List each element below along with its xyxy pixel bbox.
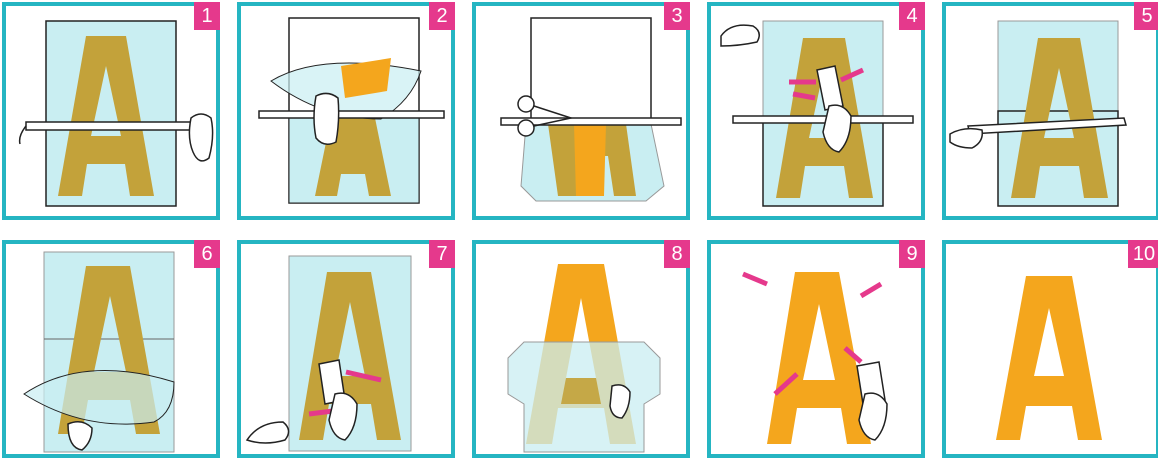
letter-a-shape <box>548 124 636 196</box>
step-number-badge: 5 <box>1134 2 1158 30</box>
hand-icon <box>949 127 984 149</box>
step-4-illustration <box>720 20 914 207</box>
letter-a-shape <box>58 36 154 196</box>
step-4-panel: 4 <box>707 2 925 220</box>
hand-icon <box>822 104 852 153</box>
step-number-badge: 9 <box>899 240 925 268</box>
letter-a-shape <box>767 272 871 444</box>
step-number-badge: 10 <box>1128 240 1158 268</box>
letter-a-shape <box>1011 38 1108 198</box>
hand-icon <box>609 384 631 419</box>
step-8-panel: 8 <box>472 240 690 458</box>
step-number-badge: 1 <box>194 2 220 30</box>
squeegee-icon <box>816 65 844 111</box>
step-number-badge: 4 <box>899 2 925 30</box>
step-8-illustration <box>507 264 661 453</box>
step-10-illustration <box>996 276 1102 440</box>
step-2-panel: 2 <box>237 2 455 220</box>
arrows <box>789 67 865 101</box>
step-2-illustration <box>258 17 445 204</box>
arrows <box>742 271 883 396</box>
hand-icon <box>313 92 340 145</box>
step-9-panel: 9 <box>707 240 925 458</box>
step-10-panel: 10 <box>942 240 1158 458</box>
step-5-illustration <box>949 20 1127 207</box>
step-1-illustration <box>18 20 214 207</box>
hand-icon <box>67 421 93 451</box>
step-1-panel: 1 <box>2 2 220 220</box>
letter-a-shape <box>996 276 1102 440</box>
hand-icon <box>858 392 888 441</box>
scissors-icon <box>517 95 574 137</box>
hand-icon <box>720 24 760 47</box>
step-number-badge: 8 <box>664 240 690 268</box>
step-7-illustration <box>245 255 412 452</box>
step-number-badge: 3 <box>664 2 690 30</box>
step-9-illustration <box>742 271 888 444</box>
step-number-badge: 6 <box>194 240 220 268</box>
step-6-illustration <box>23 251 175 453</box>
hand-icon <box>328 392 358 441</box>
hand-icon <box>245 421 290 444</box>
step-3-panel: 3 <box>472 2 690 220</box>
hand-icon <box>188 113 214 162</box>
step-number-badge: 7 <box>429 240 455 268</box>
step-3-illustration <box>500 17 682 202</box>
step-7-panel: 7 <box>237 240 455 458</box>
step-6-panel: 6 <box>2 240 220 458</box>
peeled-backing <box>23 370 175 425</box>
step-number-badge: 2 <box>429 2 455 30</box>
step-5-panel: 5 <box>942 2 1158 220</box>
